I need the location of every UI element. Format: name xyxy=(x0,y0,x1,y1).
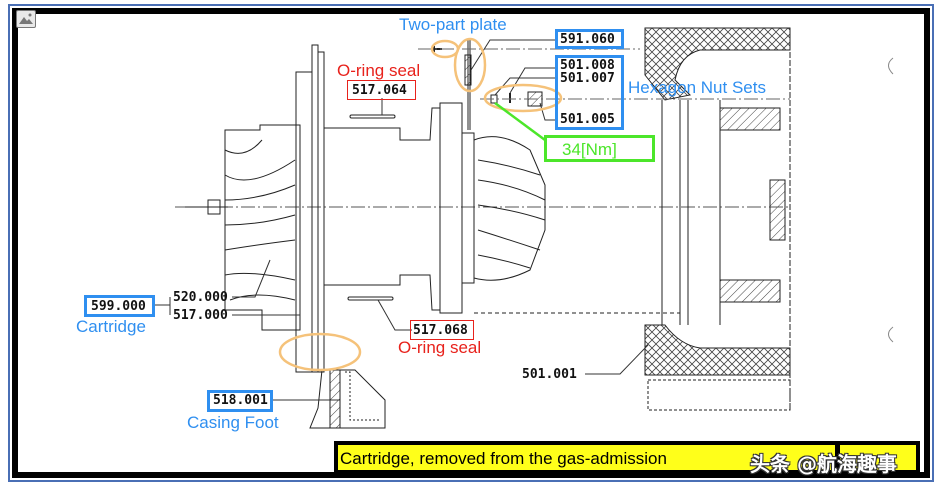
gas-admission-casing xyxy=(644,27,791,411)
highlight-ellipses xyxy=(278,37,563,372)
part-number-501-005: 501.005 xyxy=(560,112,615,127)
part-number-517-000: 517.000 xyxy=(173,308,228,323)
caption-text: Cartridge, removed from the gas-admissio… xyxy=(340,449,667,468)
hexagon-nut-sets-label: Hexagon Nut Sets xyxy=(628,78,766,97)
part-number-591-060: 591.060 xyxy=(560,32,615,47)
highlight-casing-bolt xyxy=(278,332,362,372)
o-ring-bottom xyxy=(347,296,394,301)
cartridge-label: Cartridge xyxy=(76,317,146,336)
binder-hole-top xyxy=(888,57,894,75)
highlight-nut-set xyxy=(483,83,563,113)
part-number-517-064: 517.064 xyxy=(352,83,407,98)
image-icon[interactable] xyxy=(16,10,36,28)
two-part-plate-label: Two-part plate xyxy=(399,15,507,34)
caption-fill-secondary xyxy=(840,445,916,470)
bearing-casing-plates xyxy=(295,40,680,373)
part-box-517-068 xyxy=(410,320,474,340)
watermark: 头条 @航海趣事 xyxy=(750,452,897,476)
compressor-wheel xyxy=(185,124,301,331)
o-ring-seal-bottom-label: O-ring seal xyxy=(398,338,482,357)
part-number-501-007: 501.007 xyxy=(560,71,615,86)
caption-bar: Cartridge, removed from the gas-admissio… xyxy=(334,441,920,474)
inner-frame xyxy=(12,8,930,478)
casing-foot xyxy=(309,369,386,429)
part-number-501-001: 501.001 xyxy=(522,367,577,382)
part-box-517-064 xyxy=(347,80,416,100)
part-box-501-group xyxy=(555,55,624,130)
two-part-plate xyxy=(418,40,640,130)
torque-value: 34[Nm] xyxy=(562,140,617,159)
o-ring-seal-top-label: O-ring seal xyxy=(337,61,421,80)
turbine-wheel xyxy=(473,136,546,281)
part-box-599-000 xyxy=(84,295,155,317)
binder-hole-bottom xyxy=(888,326,894,343)
part-number-518-001: 518.001 xyxy=(213,393,268,408)
part-box-591-060 xyxy=(555,29,624,49)
part-box-518-001 xyxy=(207,390,273,412)
part-number-520-000: 520.000 xyxy=(173,290,228,305)
o-ring-top xyxy=(349,114,396,119)
torque-box xyxy=(544,135,655,162)
hexagon-nut-set xyxy=(480,91,790,107)
casing-foot-label: Casing Foot xyxy=(187,413,279,432)
caption-fill xyxy=(338,445,835,470)
torque-leader xyxy=(494,101,546,142)
leader-lines xyxy=(155,39,649,401)
part-number-599-000: 599.000 xyxy=(91,299,146,314)
part-number-517-068: 517.068 xyxy=(413,323,468,338)
part-number-501-008: 501.008 xyxy=(560,58,615,73)
highlight-two-part-plate xyxy=(453,37,487,93)
